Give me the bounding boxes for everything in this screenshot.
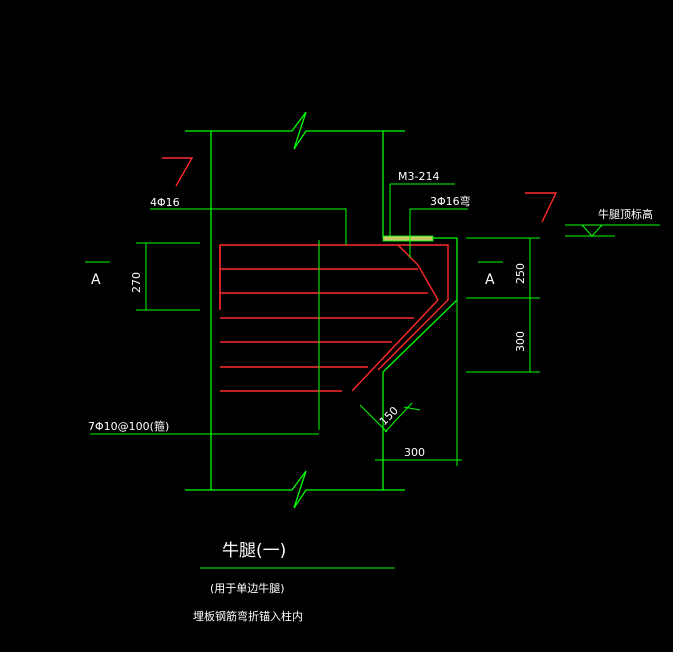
section-mark-top-left — [162, 157, 194, 187]
label-top-elevation: 牛腿顶标高 — [598, 207, 653, 221]
label-embed-plate: M3-214 — [398, 170, 439, 183]
elevation-triangle — [581, 224, 603, 237]
label-corbel-bars: 3Φ16弯 — [430, 194, 471, 208]
label-top-bars: 4Φ16 — [150, 196, 180, 209]
rebar-main-outline — [219, 244, 449, 371]
top-bars-leader — [150, 208, 347, 245]
dim-150-text: 150 — [377, 404, 401, 428]
dim-250-text: 250 — [514, 263, 527, 284]
section-mark-top-right — [525, 192, 558, 223]
caption-title: 牛腿(一) — [222, 541, 286, 561]
annotation-lines — [85, 208, 660, 569]
embedded-plate-body — [382, 235, 434, 242]
bottom-break-line — [185, 470, 405, 509]
dim-slope-line-2 — [403, 406, 421, 411]
caption-note: 埋板钢筋弯折锚入柱内 — [193, 609, 303, 623]
label-stirrups: 7Φ10@100(箍) — [88, 419, 169, 433]
dim-300-bottom-text: 300 — [404, 446, 425, 459]
dim-slope-line-3 — [384, 402, 413, 433]
dim-slope-line — [359, 404, 388, 433]
dim-270-text: 270 — [130, 272, 143, 293]
label-section-a-right: A — [485, 272, 495, 288]
embedded-plate — [382, 183, 455, 242]
rebar-group — [162, 157, 558, 392]
dim-300-right-text: 300 — [514, 331, 527, 352]
top-break-line — [185, 111, 405, 150]
label-section-a-left: A — [91, 272, 101, 288]
corbel-outline — [382, 237, 458, 373]
rebar-inclined-bottom — [351, 299, 439, 392]
caption-subtitle: (用于单边牛腿) — [210, 581, 285, 595]
rebar-inclined-bar — [397, 244, 439, 301]
